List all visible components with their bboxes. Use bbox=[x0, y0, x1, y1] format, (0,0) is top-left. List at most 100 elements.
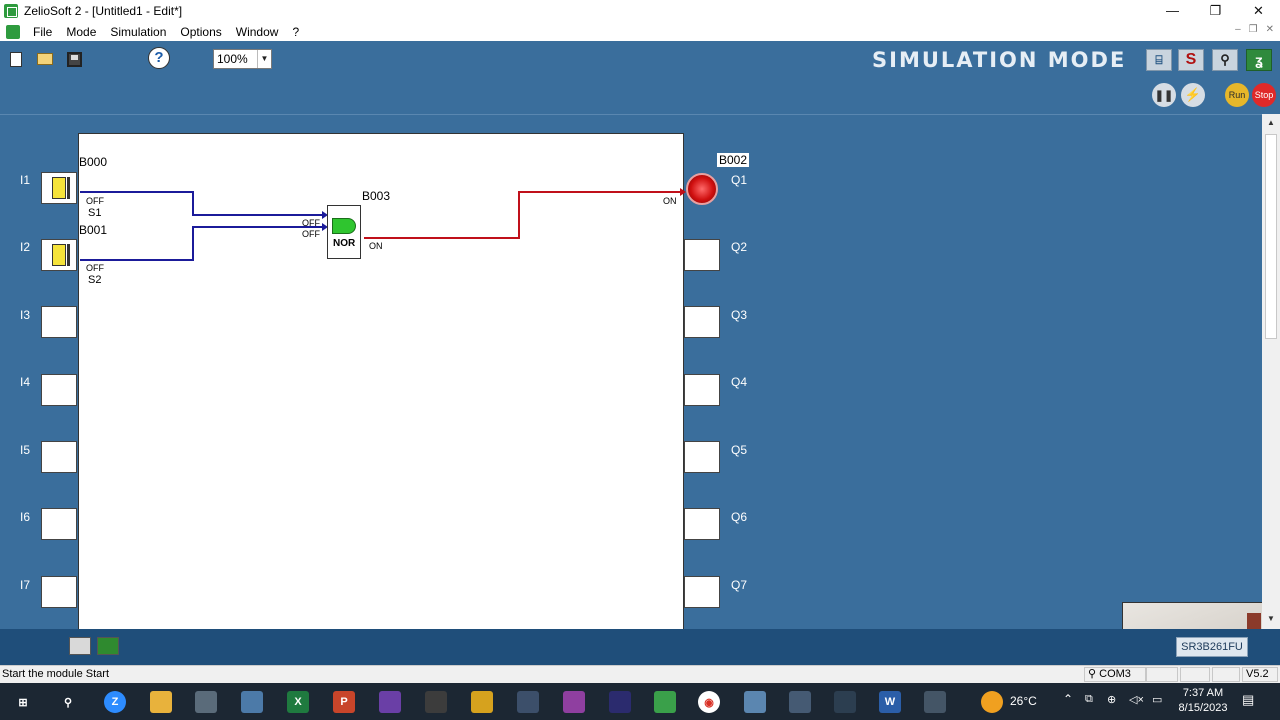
input-slot-i7[interactable] bbox=[41, 576, 77, 608]
calculator-icon[interactable] bbox=[789, 691, 811, 713]
output-label-q2: Q2 bbox=[731, 240, 748, 254]
nor-function-block[interactable]: NOR bbox=[327, 205, 361, 259]
notification-icon[interactable]: ▤ bbox=[1242, 692, 1255, 707]
camera-icon[interactable] bbox=[195, 691, 217, 713]
battery-icon[interactable]: ▭ bbox=[1152, 694, 1163, 706]
menu-bar: File Mode Simulation Options Window ? – … bbox=[0, 22, 1280, 41]
new-file-icon bbox=[10, 51, 22, 67]
chrome-icon[interactable]: ◉ bbox=[698, 691, 720, 713]
layers-app-icon[interactable] bbox=[654, 691, 676, 713]
tool-app-icon[interactable] bbox=[471, 691, 493, 713]
display-icon[interactable] bbox=[97, 637, 119, 655]
video-app-icon[interactable] bbox=[379, 691, 401, 713]
keyboard-app-icon[interactable] bbox=[425, 691, 447, 713]
wiring-workspace[interactable]: I1 I2 I3 I4 I5 I6 I7 Q1 Q2 Q3 Q4 Q5 Q6 Q… bbox=[0, 114, 1262, 629]
editor-app-icon[interactable] bbox=[563, 691, 585, 713]
system-clock[interactable]: 7:37 AM 8/15/2023 bbox=[1172, 686, 1234, 716]
module-bar: SR3B261FU bbox=[0, 629, 1280, 665]
menu-file[interactable]: File bbox=[33, 24, 53, 39]
mdi-restore-button[interactable]: ❐ bbox=[1248, 24, 1258, 35]
open-button[interactable] bbox=[34, 48, 56, 70]
menu-help[interactable]: ? bbox=[292, 24, 300, 39]
zeliosoft-taskbar-icon[interactable] bbox=[744, 691, 766, 713]
restore-button[interactable]: ❐ bbox=[1209, 3, 1222, 18]
globe-icon[interactable]: ⊕ bbox=[1107, 694, 1117, 706]
menu-options[interactable]: Options bbox=[180, 24, 222, 39]
close-button[interactable]: ✕ bbox=[1253, 3, 1264, 18]
output-slot-q2[interactable] bbox=[684, 239, 720, 271]
supervision-s-icon: S bbox=[1185, 51, 1197, 68]
menu-mode[interactable]: Mode bbox=[66, 24, 97, 39]
new-button[interactable] bbox=[5, 48, 27, 70]
pause-button[interactable]: ❚❚ bbox=[1152, 83, 1176, 107]
version-cell: V5.2 bbox=[1242, 667, 1278, 682]
input-slot-i5[interactable] bbox=[41, 441, 77, 473]
nor-output-state: ON bbox=[369, 241, 383, 251]
wire-nor-to-q1 bbox=[364, 191, 684, 239]
file-explorer-icon[interactable] bbox=[150, 691, 172, 713]
stop-button[interactable]: Stop bbox=[1252, 83, 1276, 107]
input-label-i1: I1 bbox=[20, 173, 31, 187]
output-slot-q4[interactable] bbox=[684, 374, 720, 406]
switch-icon[interactable] bbox=[44, 240, 74, 270]
window-controls: — ❐ ✕ bbox=[1151, 0, 1280, 22]
weather-icon[interactable] bbox=[981, 691, 1003, 713]
help-button[interactable]: ? bbox=[148, 47, 170, 69]
output-slot-q7[interactable] bbox=[684, 576, 720, 608]
supervision-mode-button[interactable]: S bbox=[1178, 49, 1204, 71]
monitoring-button[interactable]: ⚲ bbox=[1212, 49, 1238, 71]
zoom-select[interactable]: 100% ▼ bbox=[213, 49, 272, 69]
excel-icon[interactable]: X bbox=[287, 691, 309, 713]
speaker-muted-icon[interactable]: ◁× bbox=[1129, 694, 1144, 706]
output-lamp-icon[interactable] bbox=[686, 173, 718, 205]
input-slot-i1[interactable] bbox=[41, 172, 77, 204]
mdi-close-button[interactable]: ✕ bbox=[1265, 24, 1274, 35]
scroll-down-icon[interactable]: ▼ bbox=[1267, 614, 1275, 623]
taskbar: ⊞ ⚲ Z X P ◉ W 26°C ⌃ ⧉ ⊕ ◁× ▭ 7:37 AM 8/… bbox=[0, 683, 1280, 720]
input-slot-i3[interactable] bbox=[41, 306, 77, 338]
block-b002-label: B002 bbox=[717, 153, 750, 167]
zelio-logo-button[interactable]: ʓ bbox=[1246, 49, 1272, 71]
nor-gate-icon bbox=[332, 218, 356, 234]
run-button[interactable]: Run bbox=[1225, 83, 1249, 107]
powerpoint-icon[interactable]: P bbox=[333, 691, 355, 713]
screen-recorder-icon[interactable] bbox=[517, 691, 539, 713]
zoom-app-icon[interactable]: Z bbox=[104, 691, 126, 713]
network-icon[interactable]: ⧉ bbox=[1085, 693, 1093, 705]
output-slot-q5[interactable] bbox=[684, 441, 720, 473]
search-icon[interactable]: ⚲ bbox=[63, 696, 73, 709]
save-button[interactable] bbox=[63, 48, 85, 70]
menu-window[interactable]: Window bbox=[235, 24, 279, 39]
menu-simulation[interactable]: Simulation bbox=[110, 24, 167, 39]
scrollbar-thumb[interactable] bbox=[1265, 134, 1277, 339]
q1-state: ON bbox=[663, 196, 677, 206]
title-bar: ZelioSoft 2 - [Untitled1 - Edit*] — ❐ ✕ bbox=[0, 0, 1280, 22]
input-slot-i6[interactable] bbox=[41, 508, 77, 540]
mdi-minimize-button[interactable]: – bbox=[1235, 24, 1241, 35]
word-icon[interactable]: W bbox=[879, 691, 901, 713]
switch-app-icon[interactable] bbox=[924, 691, 946, 713]
output-slot-q3[interactable] bbox=[684, 306, 720, 338]
input-slot-i4[interactable] bbox=[41, 374, 77, 406]
vertical-scrollbar[interactable]: ▲ ▼ bbox=[1262, 114, 1280, 629]
power-fail-button[interactable]: ⚡ bbox=[1181, 83, 1205, 107]
snipping-icon[interactable] bbox=[834, 691, 856, 713]
zoom-value: 100% bbox=[217, 52, 248, 66]
switch-icon[interactable] bbox=[44, 173, 74, 203]
save-disk-icon bbox=[66, 51, 82, 67]
wiring-sheet[interactable] bbox=[78, 133, 684, 629]
edit-mode-button[interactable]: ⌸ bbox=[1146, 49, 1172, 71]
open-folder-icon bbox=[37, 53, 53, 65]
module-icon[interactable] bbox=[69, 637, 91, 655]
paint-icon[interactable] bbox=[241, 691, 263, 713]
input-slot-i2[interactable] bbox=[41, 239, 77, 271]
nbd-app-icon[interactable] bbox=[609, 691, 631, 713]
document-icon bbox=[6, 24, 20, 39]
output-slot-q6[interactable] bbox=[684, 508, 720, 540]
windows-start-icon[interactable]: ⊞ bbox=[18, 696, 28, 709]
minimize-button[interactable]: — bbox=[1166, 3, 1179, 18]
input-label-i2: I2 bbox=[20, 240, 31, 254]
scroll-up-icon[interactable]: ▲ bbox=[1267, 118, 1275, 127]
chevron-up-icon[interactable]: ⌃ bbox=[1063, 692, 1074, 706]
lightning-icon: ⚡ bbox=[1184, 87, 1202, 102]
